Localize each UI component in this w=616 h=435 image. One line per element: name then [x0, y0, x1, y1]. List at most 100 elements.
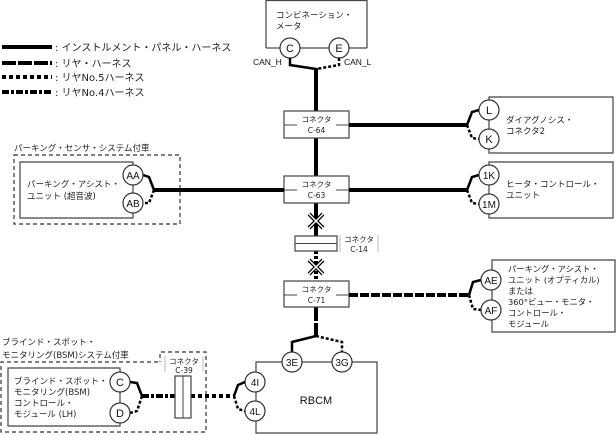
pin-rbcm-3e	[281, 351, 303, 373]
diagnosis-connector: L K ダイアグノシス・ コネクタ2	[478, 96, 614, 154]
pin-heater-1m	[478, 193, 500, 215]
wire-rbcm-3g	[315, 334, 344, 352]
pin-rbcm-4i-label: 4I	[251, 378, 259, 389]
pin-bsm-c	[109, 371, 131, 393]
pin-ps-ab	[122, 192, 144, 214]
bsm-name-line-3: コントロール・	[14, 399, 74, 409]
wire-can-h-meter	[288, 58, 317, 71]
connector-c64: コネクタ C-64	[283, 110, 350, 139]
bsm-group-label-line-1: ブラインド・スポット・	[2, 337, 96, 348]
legend-label-rear-no4: : リヤNo.4ハーネス	[55, 87, 145, 99]
pin-bsm-d-label: D	[116, 408, 124, 420]
c14-label: コネクタ	[344, 235, 374, 244]
c63-id: C-63	[308, 191, 326, 200]
pin-heater-1k-label: 1K	[483, 171, 496, 182]
wire-rbcm-3e	[290, 334, 317, 352]
bsm-group-boundary	[0, 351, 207, 433]
pa-optical-name-line-2: ユニット (オプティカル)	[508, 275, 600, 285]
pin-heater-1m-label: 1M	[482, 200, 496, 211]
meter-name-line-1: コンビネーション・	[276, 11, 352, 21]
pa-optical-name-line-3: または	[508, 286, 533, 296]
c64-id: C-64	[308, 126, 326, 135]
pin-diag-k	[478, 128, 500, 150]
connector-c63: コネクタ C-63	[283, 175, 350, 204]
bsm-group-label-line-2: モニタリング(BSM)システム付車	[2, 350, 129, 361]
pin-meter-e-label: E	[335, 43, 342, 55]
diag-name-line-1: ダイアグノシス・	[506, 115, 573, 126]
can-h-label: CAN_H	[253, 57, 282, 67]
pin-rbcm-3g	[331, 351, 353, 373]
bsm-name-line-2: モニタリング(BSM)	[14, 387, 90, 398]
c14-id: C-14	[350, 245, 368, 254]
pin-pa-af	[480, 299, 502, 321]
wire-pa-af	[467, 294, 482, 312]
c63-label: コネクタ	[302, 180, 332, 189]
diag-name-line-2: コネクタ2	[506, 127, 545, 137]
wire-bsm-d	[129, 395, 144, 415]
pin-meter-c-label: C	[286, 43, 294, 55]
pin-pa-ae-label: AE	[484, 276, 498, 287]
parking-sensor-group-label: パーキング・センサ・システム付車	[14, 143, 150, 154]
wire-can-l-meter	[315, 58, 341, 71]
combination-meter: コンビネーション・ メータ C E CAN_H CAN_L	[253, 0, 372, 67]
pin-ps-ab-label: AB	[126, 199, 140, 210]
ps-unit-name-line-2: ユニット (超音波)	[27, 191, 96, 202]
wire-diag-k	[465, 124, 480, 141]
legend: : インストルメント・パネル・ハーネス : リヤ・ハーネス : リヤNo.5ハー…	[2, 42, 231, 99]
wire-rbcm-4i	[232, 380, 246, 397]
pin-rbcm-3g-label: 3G	[335, 358, 349, 369]
wire-bsm-c	[129, 380, 144, 397]
pin-diag-l-label: L	[486, 105, 492, 117]
pa-optical-name-line-1: パーキング・アシスト・	[508, 264, 599, 274]
wire-heater-1m	[465, 189, 480, 206]
wire-pa-ae	[467, 278, 482, 296]
ps-unit-name-line-1: パーキング・アシスト・	[27, 179, 120, 190]
pa-optical-name-line-5: コントロール・	[508, 308, 566, 318]
pin-rbcm-3e-label: 3E	[286, 358, 299, 369]
c64-label: コネクタ	[302, 115, 332, 124]
twisted-pair-mark-lower	[307, 258, 325, 276]
wire-heater-1k	[465, 173, 480, 191]
bsm-name-line-4: モジュール (LH)	[14, 410, 76, 420]
legend-label-rear-no5: : リヤNo.5ハーネス	[55, 72, 145, 84]
connector-c39: コネクタ C-39	[164, 356, 204, 419]
parking-sensor-group-boundary	[13, 154, 181, 225]
pin-pa-af-label: AF	[485, 306, 498, 317]
heater-name-line-1: ヒータ・コントロール・	[506, 180, 600, 190]
can-l-label: CAN_L	[344, 57, 372, 67]
rbcm-unit: 3E 3G 4I 4L RBCM	[244, 351, 378, 434]
connector-c14: コネクタ C-14	[294, 235, 379, 254]
pin-rbcm-4l-label: 4L	[249, 407, 261, 418]
wire-diag-l	[465, 108, 480, 126]
legend-label-rear: : リヤ・ハーネス	[55, 58, 132, 70]
heater-control-unit: 1K 1M ヒータ・コントロール・ ユニット	[478, 161, 614, 219]
pin-diag-k-label: K	[485, 134, 493, 146]
legend-label-instrument-panel: : インストルメント・パネル・ハーネス	[55, 42, 231, 54]
bsm-name-line-1: ブラインド・スポット・	[14, 376, 108, 387]
pa-optical-name-line-4: 360°ビュー・モニタ・	[508, 297, 594, 307]
wire-ps-aa	[142, 173, 156, 191]
c71-id: C-71	[308, 296, 326, 305]
rbcm-name: RBCM	[300, 395, 332, 407]
heater-name-line-2: ユニット	[506, 191, 540, 201]
wire-ps-ab	[143, 189, 156, 205]
twisted-pair-mark-upper	[307, 212, 325, 230]
pa-optical-name-line-6: モジュール	[508, 319, 549, 329]
pin-heater-1k	[478, 164, 500, 186]
wire-rbcm-4l	[232, 395, 246, 413]
connector-c71: コネクタ C-71	[283, 280, 350, 308]
pin-ps-aa-label: AA	[126, 171, 140, 182]
parking-assist-optical-unit: AE AF パーキング・アシスト・ ユニット (オプティカル) または 360°…	[480, 259, 616, 333]
c71-label: コネクタ	[302, 285, 332, 294]
pin-bsm-d	[109, 402, 131, 424]
c39-label: コネクタ	[169, 357, 199, 366]
c39-id: C-39	[175, 366, 193, 375]
parking-assist-ultrasonic-unit: AA AB パーキング・アシスト・ ユニット (超音波)	[19, 161, 144, 219]
meter-name-line-2: メータ	[276, 22, 302, 32]
pin-pa-ae	[480, 269, 502, 291]
bsm-control-module: C D ブラインド・スポット・ モニタリング(BSM) コントロール・ モジュー…	[7, 367, 131, 427]
pin-diag-l	[478, 99, 500, 121]
pin-ps-aa	[122, 164, 144, 186]
pin-bsm-c-label: C	[116, 377, 124, 389]
